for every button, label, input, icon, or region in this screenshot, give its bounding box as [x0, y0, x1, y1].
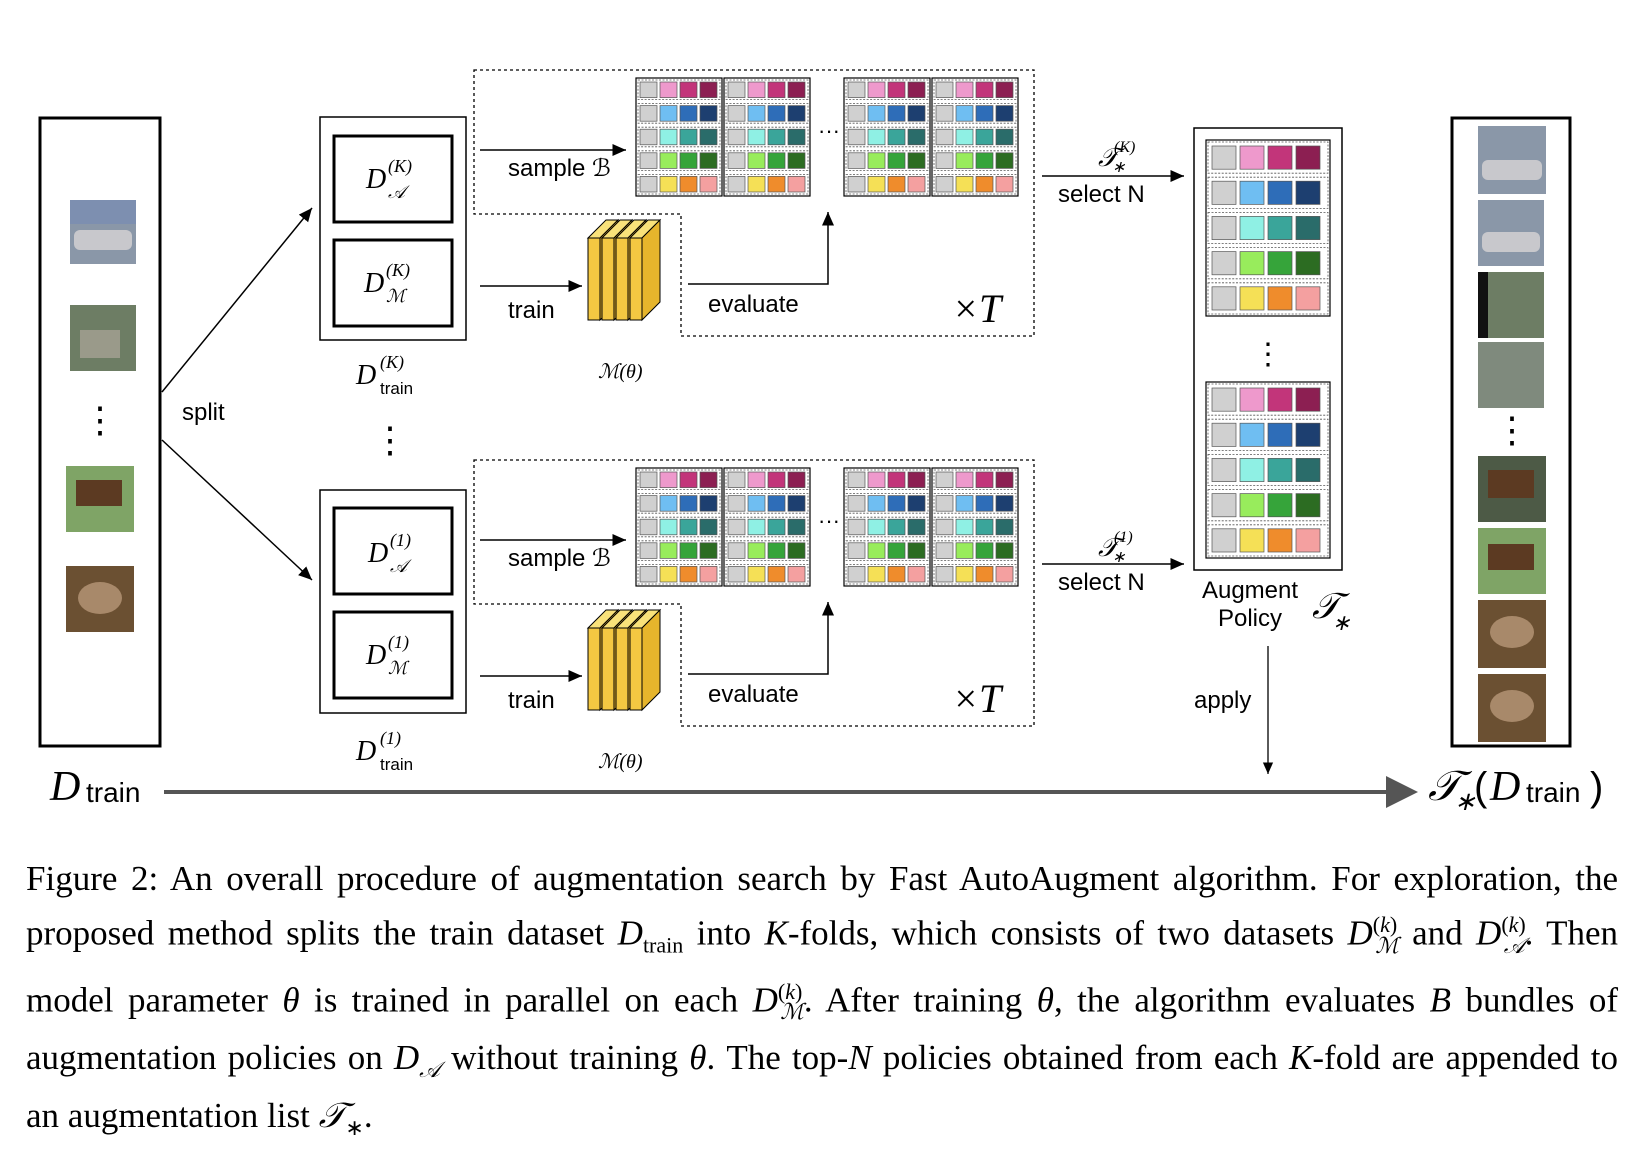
augment-policy-entries: [1205, 139, 1331, 559]
model-stack-top: [586, 218, 662, 322]
evaluate-label-top: evaluate: [708, 291, 799, 318]
svg-text:D: D: [1489, 764, 1520, 810]
d-train-sub-right: train: [1526, 777, 1580, 808]
model-stack-bottom: [586, 608, 662, 712]
policy-grids: [635, 77, 1019, 587]
d-train-images: [66, 200, 136, 632]
sample-label-top: sample ℬ: [508, 155, 611, 182]
policy-bundle-bottom-3: [843, 467, 931, 587]
svg-text:(K): (K): [1114, 139, 1135, 156]
policy-bundle-top-1: [635, 77, 723, 197]
svg-text:): ): [1590, 765, 1603, 809]
policy-vdots: ⋮: [1253, 338, 1283, 371]
svg-text:train: train: [380, 755, 413, 774]
split-label: split: [182, 399, 225, 426]
svg-text:∗: ∗: [1112, 159, 1126, 176]
d-a-1-box: [332, 506, 454, 596]
figure-caption: Figure 2: An overall procedure of augmen…: [26, 859, 1618, 1141]
augmented-output-panel: [1450, 116, 1572, 748]
svg-text:D: D: [365, 640, 386, 671]
policy-bundle-bottom-2: [723, 467, 811, 587]
svg-text:(1): (1): [380, 728, 401, 749]
loop-k-dotted: [473, 69, 1035, 337]
augment-label: Augment: [1202, 577, 1298, 604]
policy-bundle-bottom-4: [931, 467, 1019, 587]
policy-bundle-top-4: [931, 77, 1019, 197]
d-m-1-box: [332, 610, 454, 700]
svg-text:(K): (K): [386, 260, 410, 281]
apply-label: apply: [1194, 687, 1251, 714]
fold-k-panel: [319, 116, 467, 341]
svg-text:(1): (1): [1114, 529, 1133, 546]
svg-text:(1): (1): [388, 632, 409, 653]
times-t-top: ×T: [952, 286, 1004, 331]
loop-1-dotted: [473, 459, 1035, 727]
hdots-bottom: ···: [818, 508, 840, 533]
svg-text:D: D: [367, 538, 388, 569]
svg-text:train: train: [380, 379, 413, 398]
left-vdots: ⋮: [82, 399, 118, 440]
augment-policy-panel: [1193, 127, 1343, 571]
model-label-bottom: ℳ(θ): [598, 751, 643, 773]
fold-1-panel: [319, 489, 467, 714]
caption-prefix: Figure 2:: [26, 859, 159, 898]
selected-policies-1: [1205, 381, 1331, 559]
evaluate-label-bottom: evaluate: [708, 681, 799, 708]
d-train-sub-left: train: [86, 777, 140, 808]
model-label-top: ℳ(θ): [598, 361, 643, 383]
svg-text:𝒜: 𝒜: [388, 182, 410, 202]
d-m-k-box: [332, 238, 454, 328]
fold-k: D (K) 𝒜 D (K) ℳ D (K) train: [319, 116, 467, 398]
d-train-panel: [38, 116, 162, 748]
policy-bundle-top-3: [843, 77, 931, 197]
times-t-bottom: ×T: [952, 676, 1004, 721]
svg-text:ℳ: ℳ: [388, 658, 410, 678]
hdots-top: ···: [818, 118, 840, 143]
select-n-bottom: select N: [1058, 569, 1145, 596]
svg-text:ℳ: ℳ: [386, 286, 408, 306]
policy-bundle-bottom-1: [635, 467, 723, 587]
sample-label-bottom: sample ℬ: [508, 545, 611, 572]
d-a-k-box: [332, 134, 454, 224]
augmentation-search-diagram: ⋮ split D (K) 𝒜 D (K) ℳ D (K) train ⋮ D …: [38, 69, 1603, 816]
svg-text:D: D: [49, 764, 80, 810]
svg-text:(1): (1): [390, 530, 411, 551]
svg-text:(: (: [1474, 765, 1488, 809]
svg-text:D: D: [355, 360, 376, 391]
svg-text:∗: ∗: [1454, 787, 1476, 816]
svg-text:(K): (K): [380, 352, 404, 373]
selected-policies-k: [1205, 139, 1331, 317]
policy-label: Policy: [1218, 605, 1282, 632]
svg-text:(K): (K): [388, 156, 412, 177]
middle-vdots: ⋮: [372, 419, 408, 460]
train-label-bottom: train: [508, 687, 555, 714]
train-label-top: train: [508, 297, 555, 324]
select-n-top: select N: [1058, 181, 1145, 208]
policy-bundle-top-2: [723, 77, 811, 197]
augmented-images: [1478, 126, 1546, 742]
fold-1: D (1) 𝒜 D (1) ℳ D (1) train: [319, 489, 467, 774]
svg-text:D: D: [365, 164, 386, 195]
right-vdots: ⋮: [1494, 409, 1530, 450]
svg-text:∗: ∗: [1332, 610, 1351, 635]
svg-text:D: D: [363, 268, 384, 299]
svg-text:D: D: [355, 736, 376, 767]
svg-text:𝒜: 𝒜: [390, 556, 412, 576]
svg-text:∗: ∗: [1112, 549, 1126, 566]
